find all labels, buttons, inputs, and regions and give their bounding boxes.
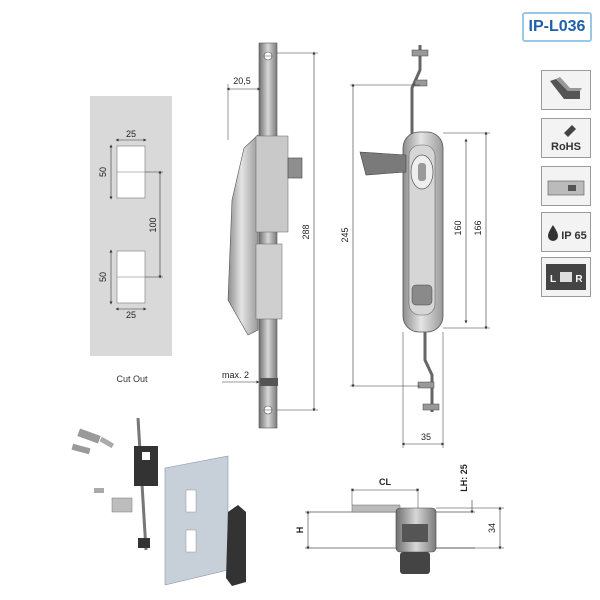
side-overall: 288 (301, 224, 311, 239)
rohs-label: RoHS (551, 141, 581, 153)
right-label: R (575, 274, 583, 285)
side-rail (258, 42, 278, 429)
cutout-height-top: 50 (98, 167, 108, 177)
front-width: 35 (421, 432, 431, 442)
bottom-h: H (295, 527, 305, 534)
cutout-width-top: 25 (126, 129, 136, 139)
cutout-drawing: 25 50 100 50 25 (90, 96, 172, 356)
cutout-spacing: 100 (148, 217, 158, 232)
side-offset: 20,5 (233, 76, 251, 86)
panel-mount-icon (541, 166, 591, 206)
ip65-label: IP 65 (561, 230, 587, 242)
exploded-assembly-image (71, 417, 246, 586)
cutout-height-bottom: 50 (98, 272, 108, 282)
front-rod-span: 245 (340, 227, 350, 242)
side-max: max. 2 (222, 370, 249, 380)
rohs-icon: RoHS (541, 118, 591, 158)
bottom-lh: LH: 25 (459, 464, 469, 492)
front-handle-outer: 166 (473, 220, 483, 235)
cutout-width-bottom: 25 (126, 310, 136, 320)
front-view-drawing: 245 160 166 35 (340, 45, 490, 448)
profile-rail-icon (541, 70, 591, 110)
side-handle (227, 134, 259, 336)
cutout-caption: Cut Out (116, 374, 148, 384)
bottom-depth: 34 (487, 523, 497, 533)
bottom-cl: CL (379, 477, 391, 487)
bottom-view-drawing: CL H LH: 25 34 (295, 464, 504, 574)
left-label: L (550, 274, 556, 285)
product-code-badge: IP-L036 (522, 12, 592, 42)
side-view-drawing: 20,5 max. 2 288 (222, 42, 318, 429)
front-handle-inner: 160 (453, 220, 463, 235)
ip65-icon: IP 65 (541, 212, 591, 252)
left-right-icon: L R (541, 257, 591, 297)
